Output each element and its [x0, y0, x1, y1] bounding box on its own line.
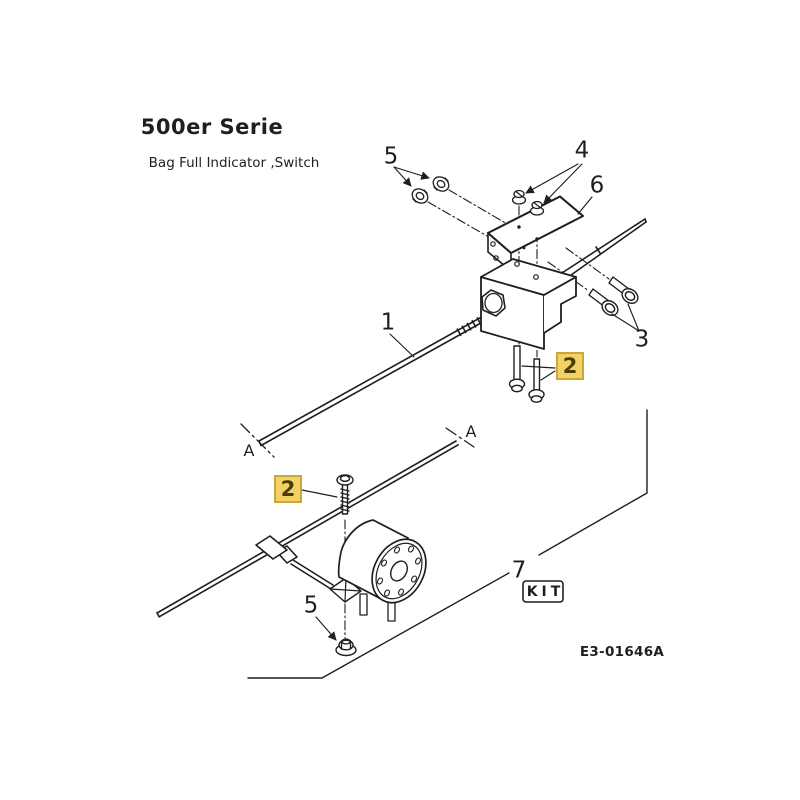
page-title: 500er Serie: [140, 115, 284, 139]
callout-part-2-top-highlight: 2: [556, 352, 584, 380]
kit-boundary-line: [247, 409, 648, 679]
callout-part-6: 6: [589, 172, 605, 199]
page-subtitle: Bag Full Indicator ,Switch: [148, 155, 320, 171]
callout-part-5-bottom: 5: [303, 592, 319, 619]
callout-part-4: 4: [574, 137, 590, 164]
indicator-rod: [258, 218, 647, 447]
callout-part-2-bottom-highlight: 2: [274, 475, 302, 503]
drawing-number: E3-01646A: [579, 644, 665, 660]
switch-body: [480, 258, 577, 350]
bracket-screws: [511, 189, 545, 216]
kit-label: KIT: [526, 584, 565, 600]
callout-part-3: 3: [634, 326, 650, 353]
lower-bolt: [336, 474, 354, 515]
callout-part-7: 7: [511, 557, 527, 584]
callout-part-2-bottom: 2: [280, 476, 296, 501]
rod-lower-section: [156, 440, 459, 618]
section-label-a-right: A: [465, 422, 477, 441]
hex-bolts: [588, 276, 639, 316]
flange-nuts-top: [411, 176, 450, 204]
leader-lines: [301, 163, 640, 641]
callout-part-5-top: 5: [383, 143, 399, 170]
section-cut-marks: [240, 423, 475, 458]
kit-box: [522, 580, 564, 603]
section-label-a-left: A: [243, 441, 255, 460]
callout-part-1: 1: [380, 309, 396, 336]
long-bolts: [508, 345, 545, 403]
callout-part-2-top: 2: [562, 353, 578, 378]
sensor-drum: [329, 519, 427, 622]
flange-nut-bottom: [335, 638, 357, 657]
